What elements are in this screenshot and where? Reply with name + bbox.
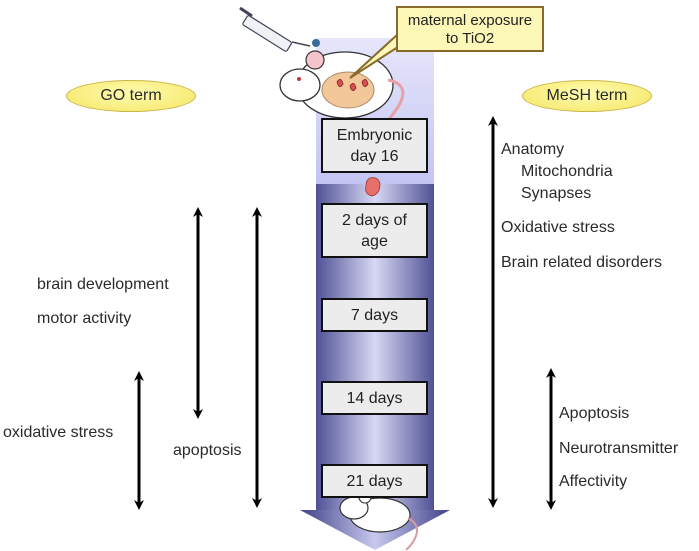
exposure-callout: maternal exposure to TiO2 [396,6,544,52]
callout-line1: maternal exposure [407,12,533,29]
stage-label: age [361,232,388,250]
stage-7-days: 7 days [321,298,428,332]
stage-21-days: 21 days [321,464,428,498]
stage-label: Embryonic [336,126,413,144]
mesh-oxidative-stress: Oxidative stress [501,219,615,236]
mesh-mitochondria: Mitochondria [521,163,613,180]
stage-label: 2 days of [342,211,407,229]
stage-14-days: 14 days [321,381,428,415]
stage-label: 14 days [346,389,403,407]
stage-2-days: 2 days of age [321,203,428,258]
pregnant-mouse-icon [279,50,405,157]
go-term-label: GO term [100,87,162,104]
mesh-apoptosis: Apoptosis [559,405,630,422]
go-brain-development: brain development [37,276,169,293]
go-motor-activity: motor activity [37,310,132,327]
mesh-affectivity: Affectivity [559,473,628,490]
mesh-brain-disorders: Brain related disorders [501,254,662,271]
stage-label: day 16 [350,147,399,165]
mesh-term-label: MeSH term [546,87,628,104]
mesh-neurotransmitter: Neurotransmitter [559,440,679,457]
go-term-header: GO term [66,80,196,112]
stage-label: 7 days [350,306,399,324]
embryo-icon [365,177,381,197]
mesh-anatomy: Anatomy [501,141,565,158]
mesh-synapses: Synapses [521,185,592,202]
callout-line2: to TiO2 [445,30,495,47]
stage-embryonic-day-16: Embryonic day 16 [321,118,428,173]
syringe-icon [239,6,320,52]
stage-label: 21 days [346,472,403,490]
mesh-term-header: MeSH term [522,80,652,112]
go-apoptosis: apoptosis [173,442,242,459]
go-oxidative-stress: oxidative stress [3,424,114,441]
